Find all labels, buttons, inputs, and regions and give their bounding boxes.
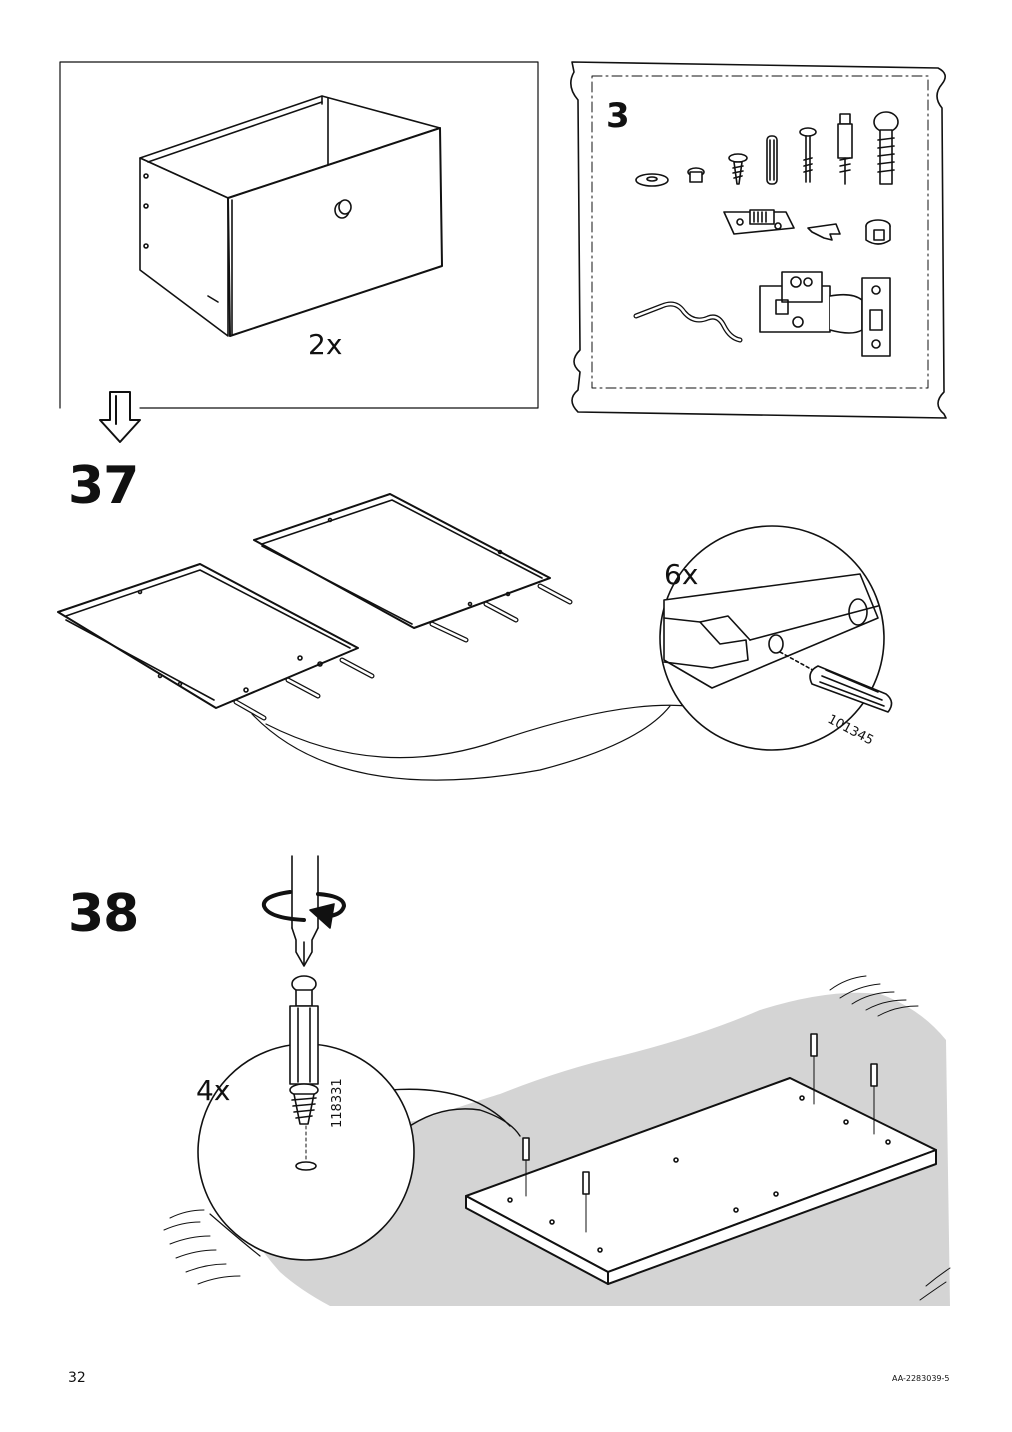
document-code: AA-2283039-5 xyxy=(892,1374,950,1383)
step-38-quantity: 4x xyxy=(196,1074,231,1107)
fitting-bag-number: 3 xyxy=(606,96,630,136)
step-38-part-number: 118331 xyxy=(330,1078,345,1128)
step-37-quantity: 6x xyxy=(664,558,699,591)
down-arrow-icon xyxy=(99,391,141,443)
fittings-bag-panel xyxy=(570,61,947,419)
step-37-illustration xyxy=(57,493,893,781)
step-37-number: 37 xyxy=(68,456,139,516)
page-number: 32 xyxy=(68,1370,86,1386)
drawer-quantity: 2x xyxy=(308,328,343,361)
drawer-panel xyxy=(59,61,539,409)
step-38-illustration xyxy=(163,855,951,1306)
step-38-number: 38 xyxy=(68,884,139,944)
